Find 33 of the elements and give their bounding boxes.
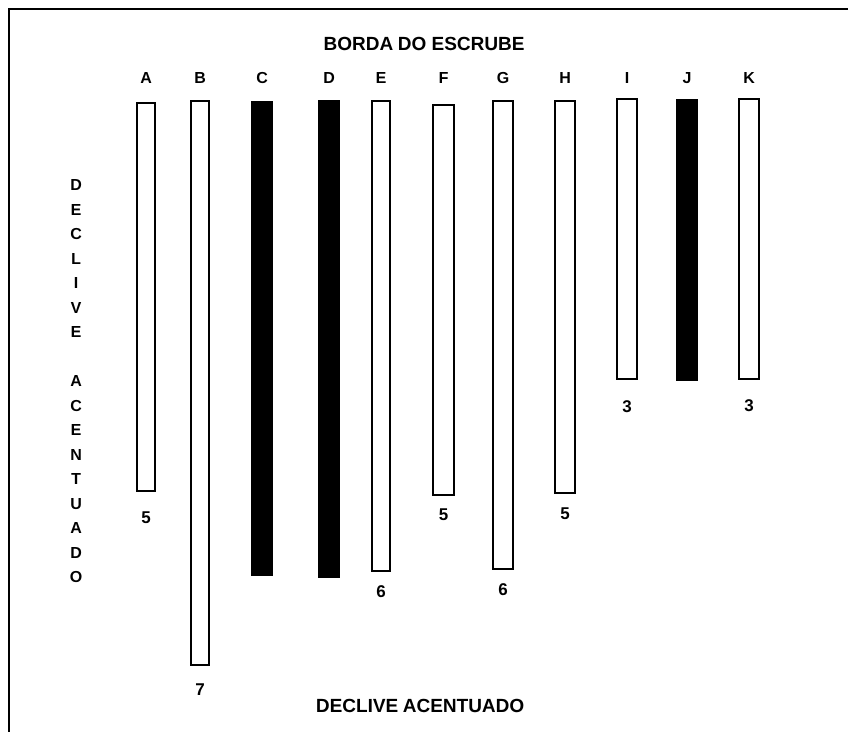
bar-value: 6 [497,580,509,600]
bar-letter: D [322,70,336,88]
bar-letter: B [193,70,207,88]
vertical-label: DECLIVE ACENTUADO [68,176,84,588]
bar-letter: G [496,70,510,88]
bottom-label: DECLIVE ACENTUADO [314,696,526,718]
bar-value: 5 [559,504,571,524]
hollow-bar [136,102,156,492]
hollow-bar [432,104,455,496]
title: BORDA DO ESCRUBE [322,34,526,56]
solid-bar [318,100,340,578]
solid-bar [251,101,273,576]
bar-value: 5 [140,508,152,528]
bar-letter: E [374,70,388,88]
bar-value: 6 [375,582,387,602]
bar-letter: H [558,70,572,88]
bar-letter: K [742,70,756,88]
bar-letter: A [139,70,153,88]
bar-letter: C [255,70,269,88]
bar-value: 5 [438,505,450,525]
bar-value: 7 [194,680,206,700]
solid-bar [676,99,698,381]
hollow-bar [190,100,210,666]
bar-letter: J [682,70,692,88]
hollow-bar [616,98,638,380]
hollow-bar [738,98,760,380]
hollow-bar [371,100,391,572]
hollow-bar [492,100,514,570]
bar-letter: I [624,70,630,88]
bar-value: 3 [621,397,633,417]
bar-value: 3 [743,396,755,416]
bar-letter: F [438,70,450,88]
hollow-bar [554,100,576,494]
